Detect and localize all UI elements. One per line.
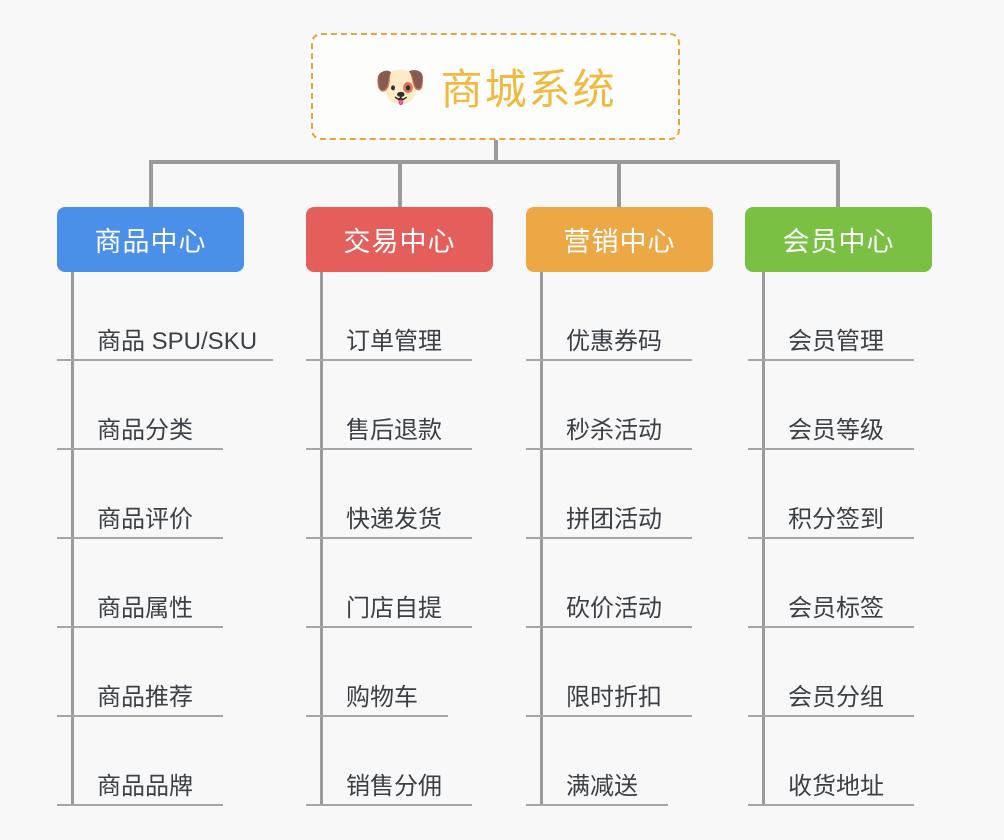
list-item[interactable]: 商品分类: [57, 361, 275, 450]
leaf-label: 门店自提: [346, 594, 442, 622]
list-item[interactable]: 优惠券码: [526, 272, 692, 361]
leaf-underline: [306, 804, 472, 806]
list-item[interactable]: 订单管理: [306, 272, 472, 361]
leaf-label: 商品品牌: [97, 772, 193, 800]
leaf-label: 快递发货: [346, 505, 442, 533]
leaf-label: 满减送: [566, 772, 638, 800]
leaf-list-trade-center: 订单管理 售后退款 快递发货 门店自提 购物车 销售分佣: [306, 272, 472, 806]
leaf-list-member-center: 会员管理 会员等级 积分签到 会员标签 会员分组 收货地址: [748, 272, 914, 806]
list-item[interactable]: 快递发货: [306, 450, 472, 539]
leaf-label: 会员管理: [788, 327, 884, 355]
leaf-underline: [526, 359, 692, 361]
list-item[interactable]: 限时折扣: [526, 628, 692, 717]
leaf-underline: [526, 626, 692, 628]
list-item[interactable]: 售后退款: [306, 361, 472, 450]
leaf-label: 订单管理: [346, 327, 442, 355]
list-item[interactable]: 拼团活动: [526, 450, 692, 539]
leaf-underline: [57, 448, 223, 450]
leaf-underline: [748, 715, 914, 717]
connector-root-stem: [494, 140, 498, 162]
leaf-underline: [57, 359, 273, 361]
branch-spine-trade-center: [320, 272, 323, 806]
leaf-underline: [57, 715, 223, 717]
leaf-underline: [526, 715, 692, 717]
connector-drop-1: [149, 160, 153, 207]
branch-header-label: 商品中心: [94, 227, 207, 257]
leaf-underline: [748, 359, 914, 361]
leaf-underline: [57, 804, 223, 806]
leaf-label: 砍价活动: [566, 594, 662, 622]
list-item[interactable]: 会员管理: [748, 272, 914, 361]
list-item[interactable]: 积分签到: [748, 450, 914, 539]
leaf-underline: [57, 626, 223, 628]
leaf-underline: [306, 626, 472, 628]
leaf-underline: [306, 537, 472, 539]
list-item[interactable]: 砍价活动: [526, 539, 692, 628]
list-item[interactable]: 会员等级: [748, 361, 914, 450]
leaf-label: 会员分组: [788, 683, 884, 711]
dog-face-icon: 🐶: [374, 62, 427, 110]
branch-spine-member-center: [762, 272, 765, 806]
leaf-label: 会员等级: [788, 416, 884, 444]
leaf-list-product-center: 商品 SPU/SKU 商品分类 商品评价 商品属性 商品推荐 商品品牌: [57, 272, 275, 806]
leaf-label: 商品评价: [97, 505, 193, 533]
leaf-label: 收货地址: [788, 772, 884, 800]
leaf-underline: [57, 537, 223, 539]
leaf-underline: [306, 448, 472, 450]
leaf-underline: [748, 537, 914, 539]
leaf-label: 购物车: [346, 683, 418, 711]
list-item[interactable]: 收货地址: [748, 717, 914, 806]
leaf-underline: [526, 537, 692, 539]
leaf-label: 拼团活动: [566, 505, 662, 533]
leaf-label: 商品分类: [97, 416, 193, 444]
leaf-label: 销售分佣: [346, 772, 442, 800]
leaf-underline: [526, 804, 668, 806]
leaf-underline: [306, 359, 472, 361]
leaf-label: 商品属性: [97, 594, 193, 622]
branch-header-member-center[interactable]: 会员中心: [745, 207, 932, 272]
branch-header-label: 营销中心: [563, 227, 676, 257]
list-item[interactable]: 商品评价: [57, 450, 275, 539]
branch-header-product-center[interactable]: 商品中心: [57, 207, 244, 272]
leaf-label: 会员标签: [788, 594, 884, 622]
root-title: 商城系统: [440, 66, 617, 113]
branch-header-label: 交易中心: [343, 227, 456, 257]
branch-spine-marketing-center: [540, 272, 543, 806]
list-item[interactable]: 购物车: [306, 628, 460, 717]
list-item[interactable]: 商品品牌: [57, 717, 275, 806]
list-item[interactable]: 会员分组: [748, 628, 914, 717]
leaf-underline: [748, 626, 914, 628]
list-item[interactable]: 秒杀活动: [526, 361, 692, 450]
leaf-underline: [748, 804, 914, 806]
branch-header-label: 会员中心: [782, 227, 895, 257]
connector-horizontal-bus: [149, 160, 840, 164]
leaf-label: 限时折扣: [566, 683, 662, 711]
connector-drop-3: [617, 160, 621, 207]
list-item[interactable]: 商品 SPU/SKU: [57, 272, 275, 361]
list-item[interactable]: 商品属性: [57, 539, 275, 628]
branch-header-marketing-center[interactable]: 营销中心: [526, 207, 713, 272]
list-item[interactable]: 商品推荐: [57, 628, 275, 717]
list-item[interactable]: 销售分佣: [306, 717, 472, 806]
leaf-label: 优惠券码: [566, 327, 662, 355]
leaf-label: 售后退款: [346, 416, 442, 444]
leaf-underline: [306, 715, 448, 717]
branch-header-trade-center[interactable]: 交易中心: [306, 207, 493, 272]
leaf-list-marketing-center: 优惠券码 秒杀活动 拼团活动 砍价活动 限时折扣 满减送: [526, 272, 692, 806]
leaf-label: 商品推荐: [97, 683, 193, 711]
list-item[interactable]: 会员标签: [748, 539, 914, 628]
leaf-underline: [748, 448, 914, 450]
leaf-underline: [526, 448, 692, 450]
leaf-label: 积分签到: [788, 505, 884, 533]
connector-drop-4: [836, 160, 840, 207]
root-node[interactable]: 🐶 商城系统: [311, 33, 680, 140]
list-item[interactable]: 满减送: [526, 717, 680, 806]
leaf-label: 商品 SPU/SKU: [97, 327, 258, 355]
branch-spine-product-center: [71, 272, 74, 806]
leaf-label: 秒杀活动: [566, 416, 662, 444]
connector-drop-2: [398, 160, 402, 207]
list-item[interactable]: 门店自提: [306, 539, 472, 628]
